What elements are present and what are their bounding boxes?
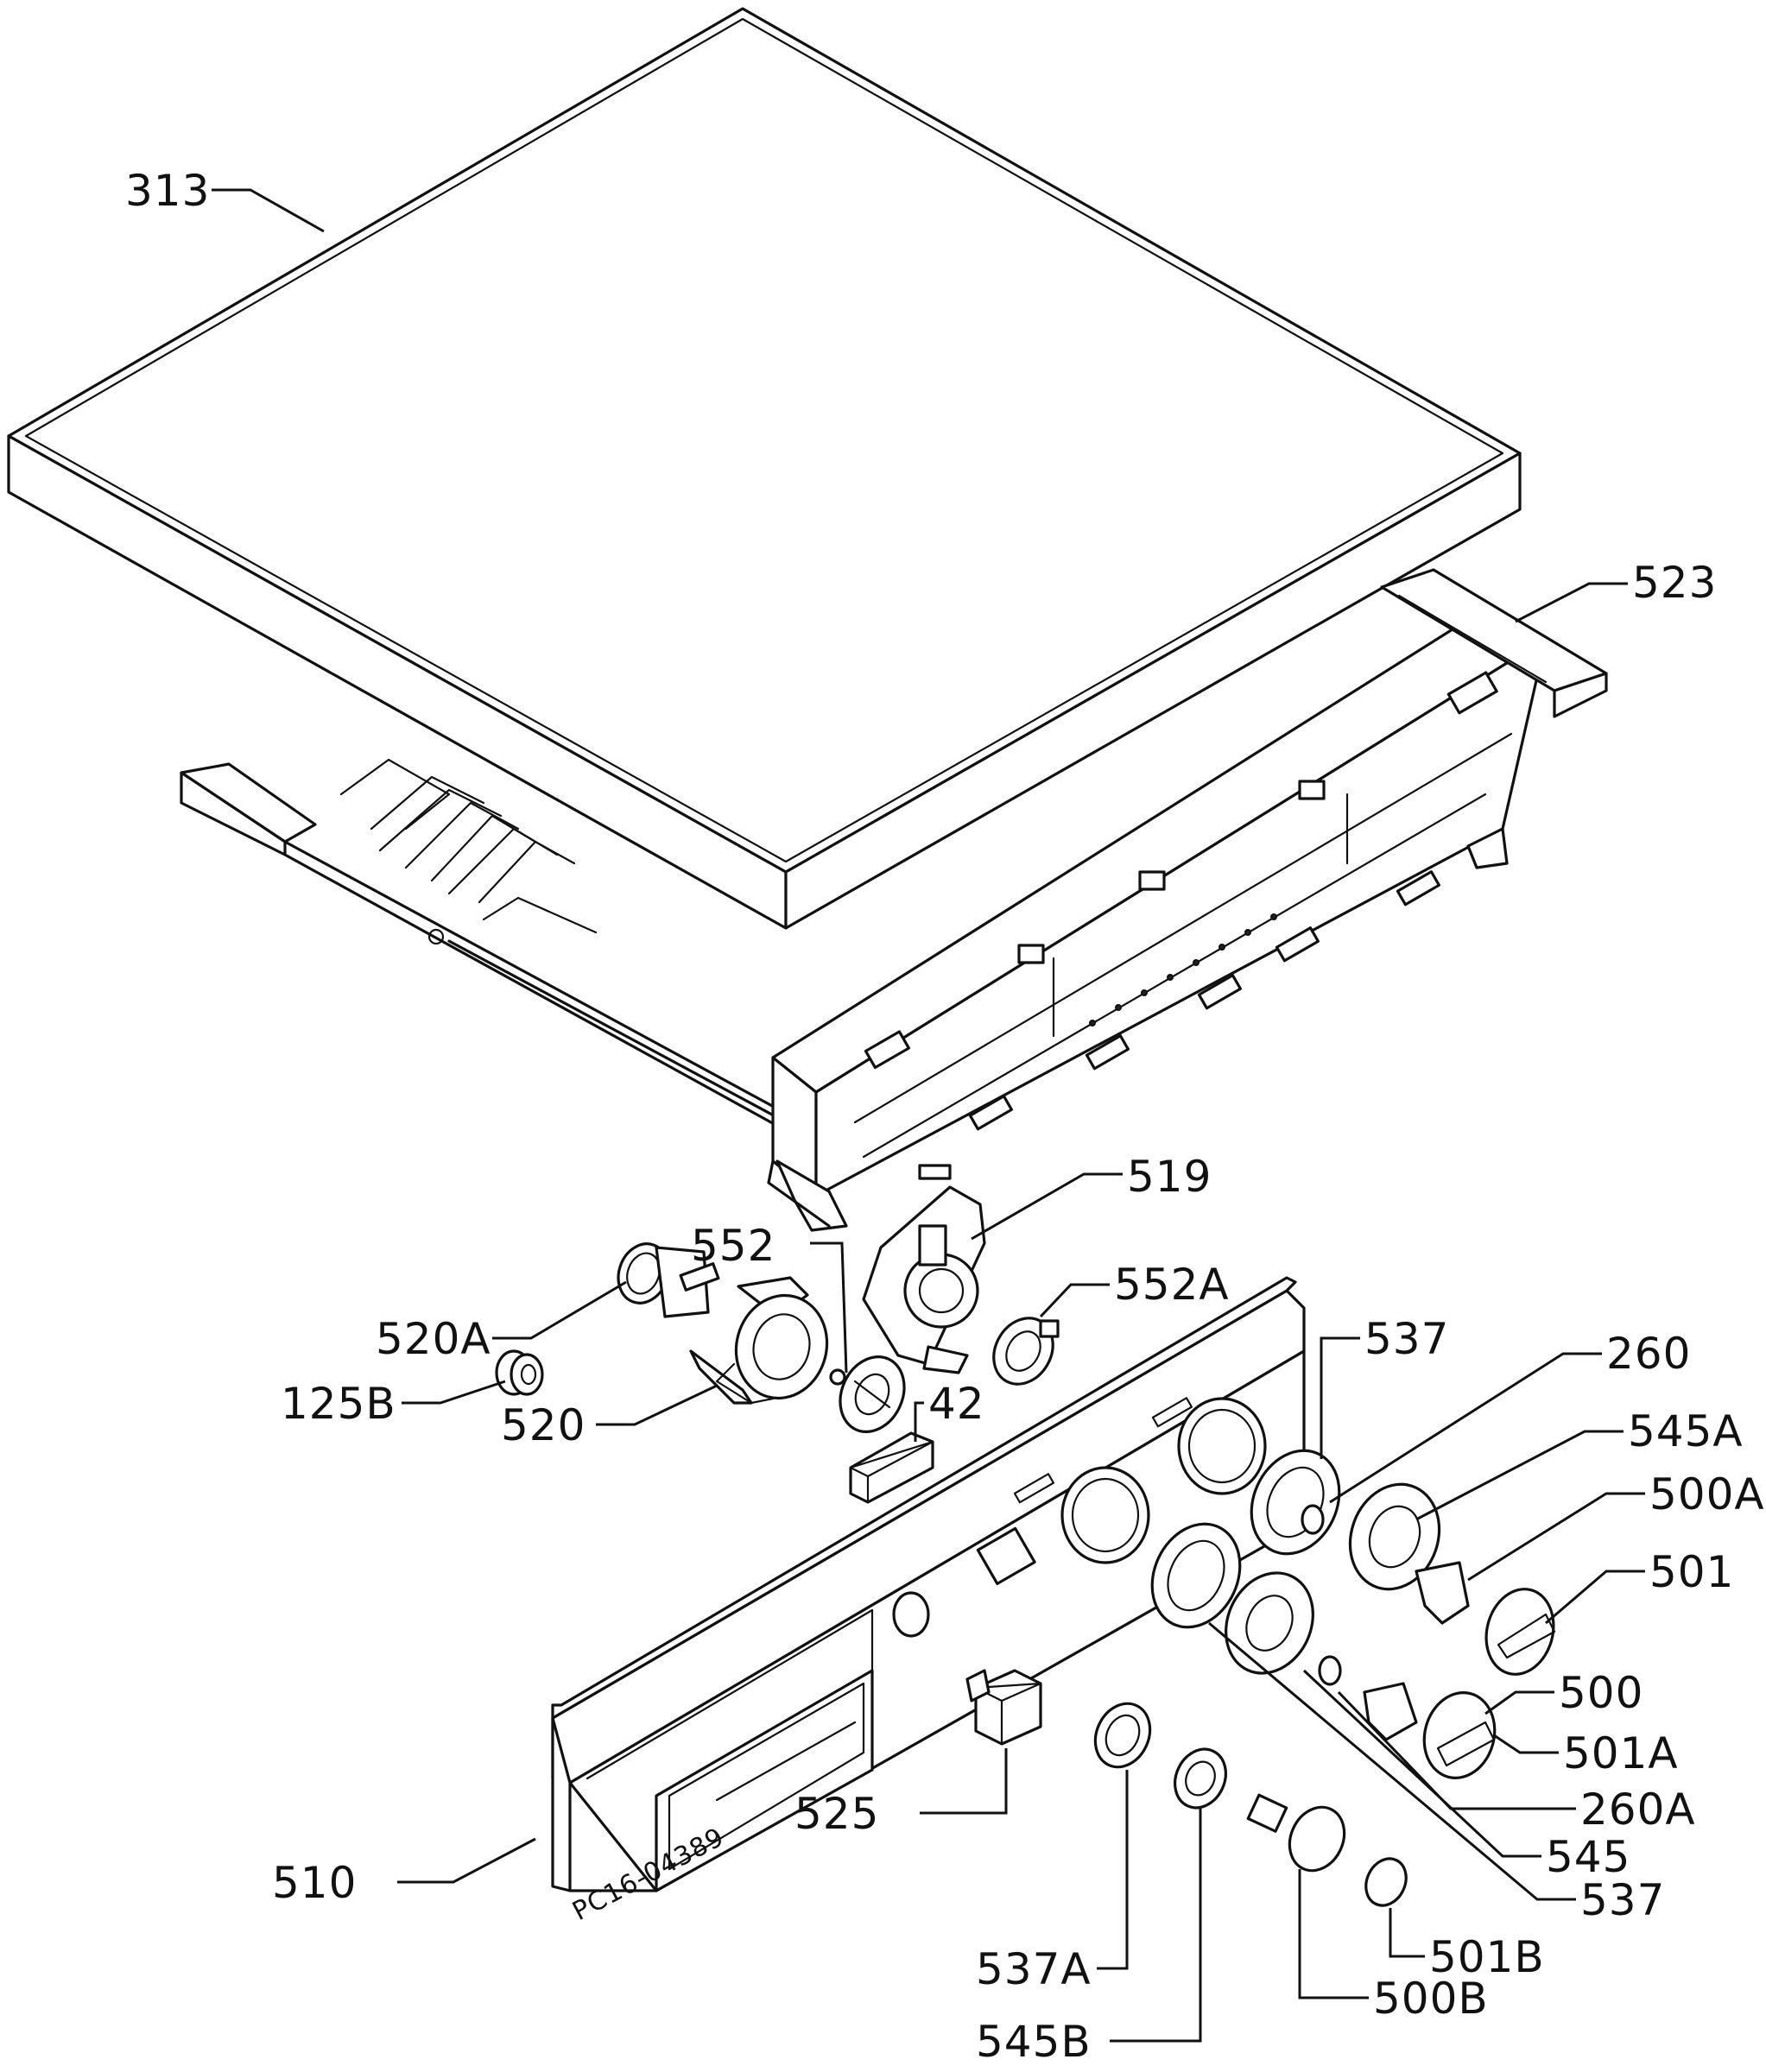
label-545B: 545B	[976, 2017, 1092, 2067]
ring-552A	[992, 1317, 1060, 1386]
knob-501A	[1422, 1691, 1497, 1779]
knob-assembly	[1093, 1449, 1556, 1907]
shaft-500	[1363, 1682, 1418, 1741]
label-537A: 537A	[976, 1944, 1092, 1994]
bracket-519	[862, 1185, 986, 1374]
support-frame-523	[180, 568, 1608, 1232]
label-545A: 545A	[1628, 1406, 1744, 1456]
label-519: 519	[1127, 1152, 1212, 1202]
leader-lines	[212, 188, 1645, 2043]
label-510: 510	[272, 1858, 357, 1908]
label-260: 260	[1606, 1329, 1691, 1379]
grommet-125B	[495, 1349, 544, 1396]
wheel-552	[829, 1355, 906, 1433]
control-panel-510: PC16-04389	[551, 1276, 1306, 1927]
label-500B: 500B	[1373, 1974, 1489, 2024]
shaft-500A	[1415, 1561, 1470, 1625]
adapter-260	[1301, 1504, 1325, 1535]
label-520: 520	[501, 1400, 586, 1450]
part-labels: 313 523 519 552 552A 520A 125B 520 42 53…	[125, 166, 1765, 2067]
label-500: 500	[1559, 1668, 1643, 1718]
label-501A: 501A	[1563, 1728, 1679, 1778]
collar-545B	[1174, 1747, 1227, 1810]
label-501: 501	[1649, 1547, 1734, 1597]
disk-545A	[1348, 1482, 1441, 1591]
top-lid-313	[7, 7, 1522, 930]
label-313: 313	[125, 166, 210, 216]
switch-525	[965, 1669, 1042, 1746]
block-42	[849, 1431, 934, 1504]
knob-base-520A	[617, 1242, 720, 1318]
label-525: 525	[794, 1789, 879, 1839]
label-545: 545	[1546, 1832, 1630, 1882]
disk-545	[1225, 1571, 1314, 1675]
adapter-260A	[1318, 1655, 1342, 1686]
label-523: 523	[1632, 558, 1717, 608]
ring-537A	[1093, 1702, 1152, 1769]
label-42: 42	[928, 1379, 985, 1429]
label-125B: 125B	[281, 1379, 396, 1429]
shaft-500B	[1246, 1793, 1288, 1833]
label-552: 552	[691, 1221, 775, 1271]
cap-501B	[1364, 1857, 1408, 1907]
ring-537-bottom	[1150, 1522, 1242, 1629]
label-520A: 520A	[376, 1314, 491, 1364]
label-537-bottom: 537	[1580, 1875, 1665, 1925]
label-552A: 552A	[1114, 1260, 1230, 1310]
label-537-top: 537	[1364, 1314, 1449, 1364]
switch-520	[689, 1276, 829, 1405]
label-500A: 500A	[1649, 1469, 1765, 1519]
label-501B: 501B	[1429, 1932, 1545, 1982]
label-260A: 260A	[1580, 1785, 1696, 1835]
